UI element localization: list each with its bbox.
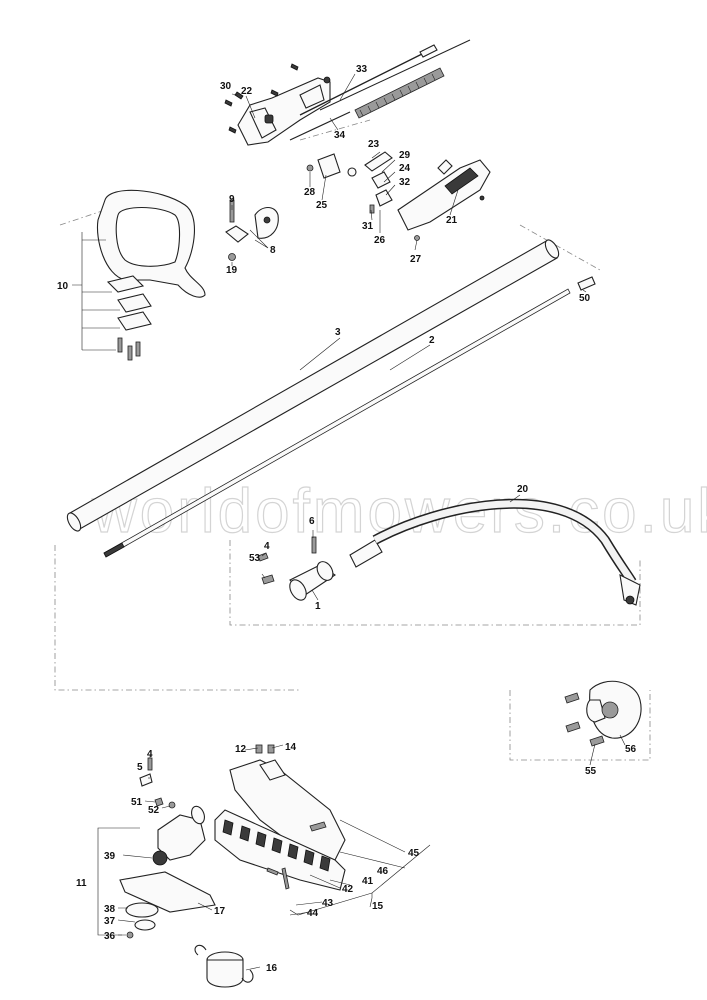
label-1: 1 xyxy=(315,601,321,612)
label-39: 39 xyxy=(104,851,116,862)
label-5: 5 xyxy=(137,762,143,773)
cable-33 xyxy=(299,39,471,116)
label-36: 36 xyxy=(104,931,116,942)
clamp-1 xyxy=(257,536,336,601)
plug-50 xyxy=(577,276,596,291)
label-41: 41 xyxy=(362,876,374,887)
gear-head xyxy=(157,805,206,861)
grip-21 xyxy=(397,159,491,231)
label-9: 9 xyxy=(229,194,235,205)
part-labels: 30 22 33 34 23 29 24 32 28 25 21 31 26 2… xyxy=(57,64,637,974)
label-55: 55 xyxy=(585,766,597,777)
loop-handle-10 xyxy=(96,189,206,361)
label-52: 52 xyxy=(148,805,160,816)
label-29: 29 xyxy=(399,150,411,161)
throttle-handle-housing xyxy=(237,76,331,146)
shaft-tube-3 xyxy=(66,239,560,532)
small-screws-4-5-51-52 xyxy=(139,757,290,890)
label-16: 16 xyxy=(266,963,278,974)
label-33: 33 xyxy=(356,64,368,75)
label-27: 27 xyxy=(410,254,422,265)
label-37: 37 xyxy=(104,916,116,927)
label-32: 32 xyxy=(399,177,411,188)
label-22: 22 xyxy=(241,86,253,97)
trigger-parts-23-32 xyxy=(306,151,420,241)
label-19: 19 xyxy=(226,265,238,276)
guard-shield xyxy=(214,809,346,891)
label-56: 56 xyxy=(625,744,637,755)
label-26: 26 xyxy=(374,235,386,246)
guard-bracket-41-45-46 xyxy=(229,744,346,861)
label-23: 23 xyxy=(368,139,380,150)
label-17: 17 xyxy=(214,906,226,917)
label-34: 34 xyxy=(334,130,346,141)
label-24: 24 xyxy=(399,163,411,174)
assembly-guide-lines xyxy=(54,119,651,761)
label-44: 44 xyxy=(307,908,319,919)
label-8: 8 xyxy=(270,245,276,256)
label-4-lower: 4 xyxy=(147,749,153,760)
label-53: 53 xyxy=(249,553,261,564)
drive-shaft-2 xyxy=(103,288,571,558)
clutch-housing-56 xyxy=(564,680,642,747)
label-6: 6 xyxy=(309,516,315,527)
label-12: 12 xyxy=(235,744,247,755)
label-43: 43 xyxy=(322,898,334,909)
label-4-upper: 4 xyxy=(264,541,270,552)
label-28: 28 xyxy=(304,187,316,198)
trimmer-head-16 xyxy=(194,944,254,988)
flex-drive-20 xyxy=(349,498,641,606)
blade-17-cutting-parts xyxy=(119,850,216,939)
label-38: 38 xyxy=(104,904,116,915)
leader-lines xyxy=(72,73,626,971)
spring-34 xyxy=(289,67,445,141)
bracket-8-9-19 xyxy=(225,199,279,261)
label-3: 3 xyxy=(335,327,341,338)
label-45: 45 xyxy=(408,848,420,859)
label-25: 25 xyxy=(316,200,328,211)
label-14: 14 xyxy=(285,742,297,753)
label-2: 2 xyxy=(429,335,435,346)
label-50: 50 xyxy=(579,293,591,304)
label-10: 10 xyxy=(57,281,69,292)
label-46: 46 xyxy=(377,866,389,877)
label-31: 31 xyxy=(362,221,374,232)
label-42: 42 xyxy=(342,884,354,895)
label-21: 21 xyxy=(446,215,458,226)
label-30: 30 xyxy=(220,81,232,92)
label-15: 15 xyxy=(372,901,384,912)
label-11: 11 xyxy=(76,878,87,889)
label-20: 20 xyxy=(517,484,529,495)
label-51: 51 xyxy=(131,797,143,808)
screws-30 xyxy=(224,63,299,134)
